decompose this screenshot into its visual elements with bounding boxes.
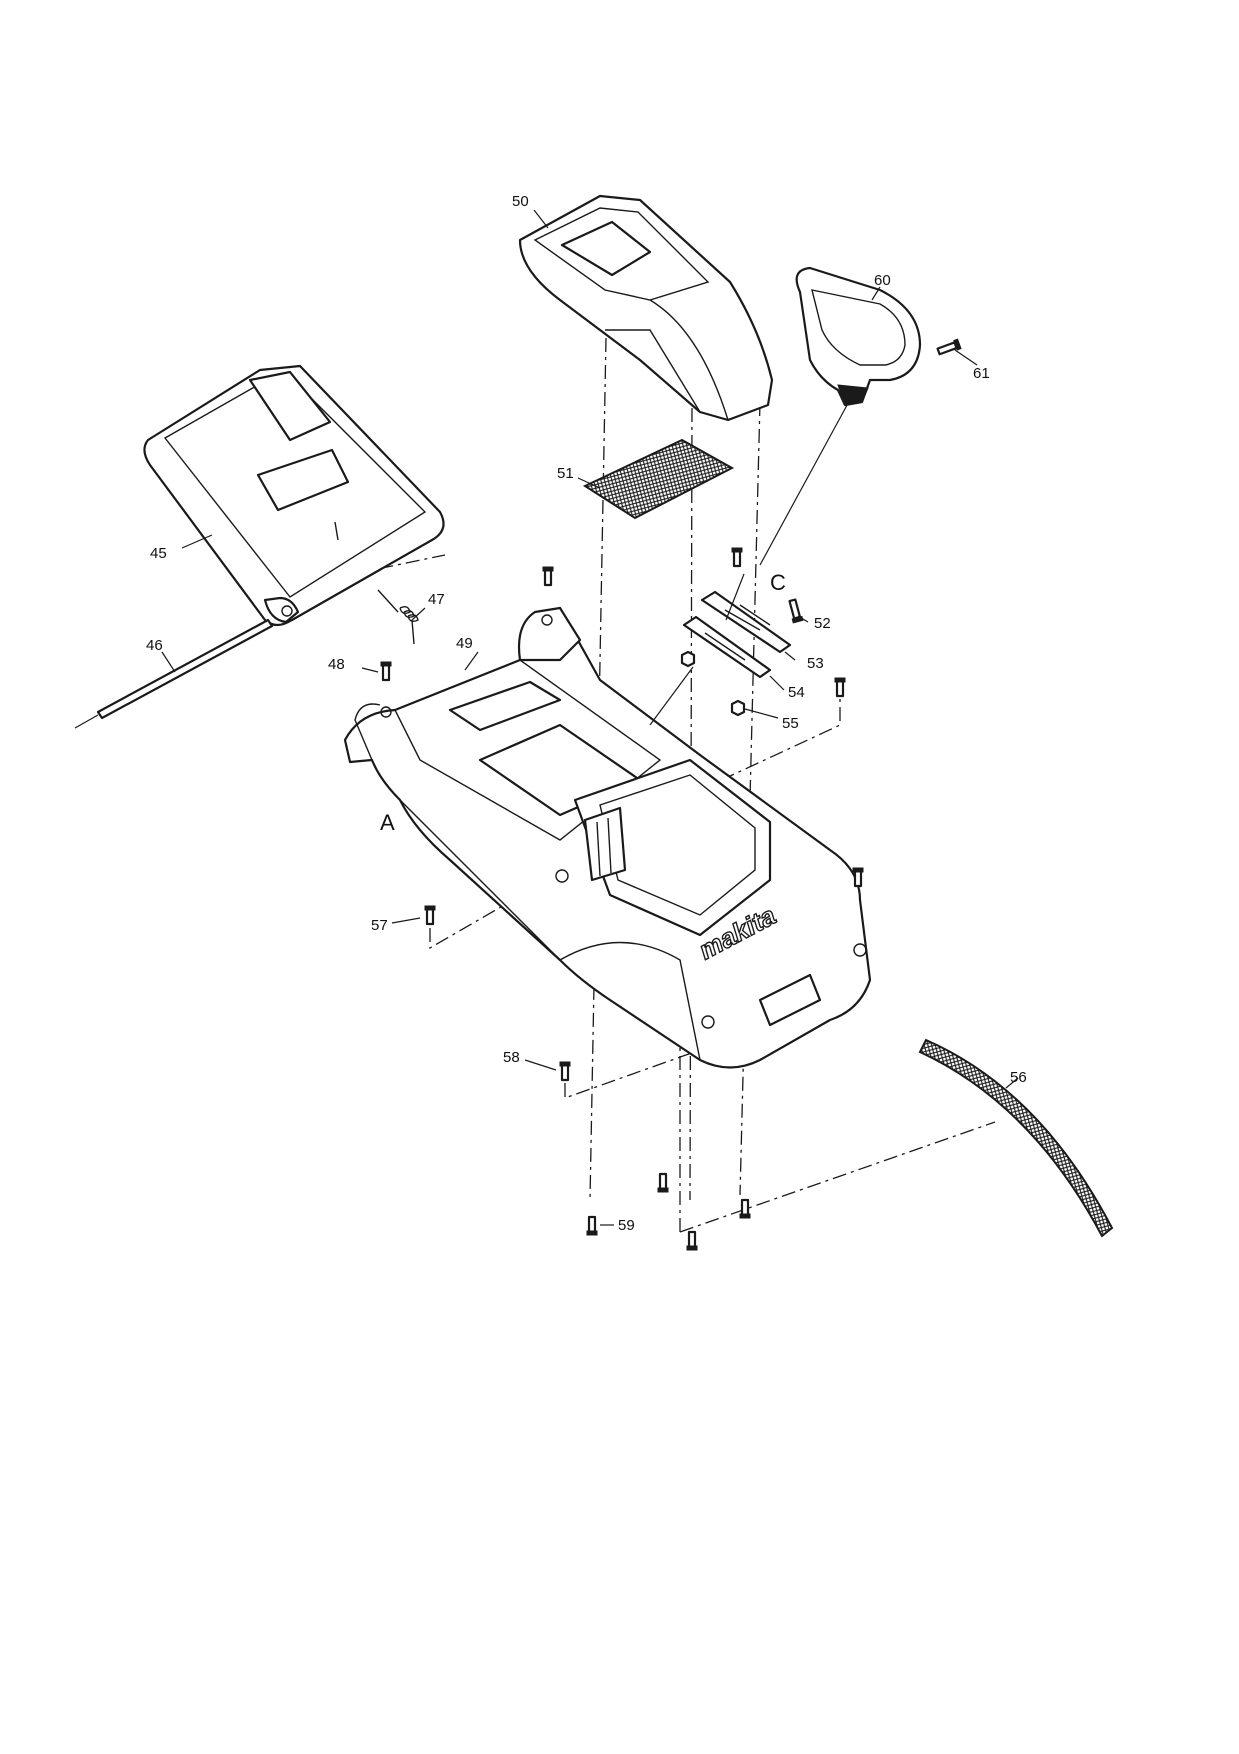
part-number-labels: 50 60 61 51 45 47 52 49 46 48 53 54 55 5… [146,193,1027,1234]
label-part-45: 45 [150,545,167,562]
screw-right-housing [852,867,864,888]
screw-57 [424,905,436,926]
screw-58 [559,1061,571,1082]
label-part-53: 53 [807,655,824,672]
label-part-49: 49 [456,635,473,652]
part-51-filter-pad [582,438,735,520]
label-part-55: 55 [782,715,799,732]
screw-top-left [542,566,554,587]
label-part-57: 57 [371,917,388,934]
part-54-plate [682,615,772,679]
label-part-61: 61 [973,365,990,382]
label-part-48: 48 [328,656,345,673]
label-part-56: 56 [1010,1069,1027,1086]
label-part-46: 46 [146,637,163,654]
nut-upper [680,650,696,668]
part-49-main-housing: makita [343,606,872,1069]
label-part-47: 47 [428,591,445,608]
screw-59-a [586,1215,598,1236]
label-part-60: 60 [874,272,891,289]
screw-59-c [686,1230,698,1251]
label-part-54: 54 [788,684,805,701]
part-56-mesh-strip [918,1038,1114,1238]
label-part-59: 59 [618,1217,635,1234]
screw-52 [788,598,804,624]
part-53-bracket [700,590,792,654]
nut-55 [730,699,746,717]
part-60-handle [795,266,922,407]
label-part-52: 52 [814,615,831,632]
leader-lines [161,209,1019,1226]
screw-top-center [731,547,743,568]
label-part-58: 58 [503,1049,520,1066]
screw-59-d [739,1198,751,1219]
label-part-51: 51 [557,465,574,482]
label-part-50: 50 [512,193,529,210]
part-45-deflector-flap [143,364,445,627]
reference-letter-c: C [770,570,786,595]
screw-61 [936,338,962,356]
screw-59-b [657,1172,669,1193]
screw-48 [380,661,392,682]
part-47-spring [377,589,419,645]
screw-fasteners [380,338,962,1251]
screw-right-55 [834,677,846,698]
part-46-rod [74,618,274,729]
part-50-upper-cover [518,194,774,422]
reference-letter-a: A [380,810,395,835]
